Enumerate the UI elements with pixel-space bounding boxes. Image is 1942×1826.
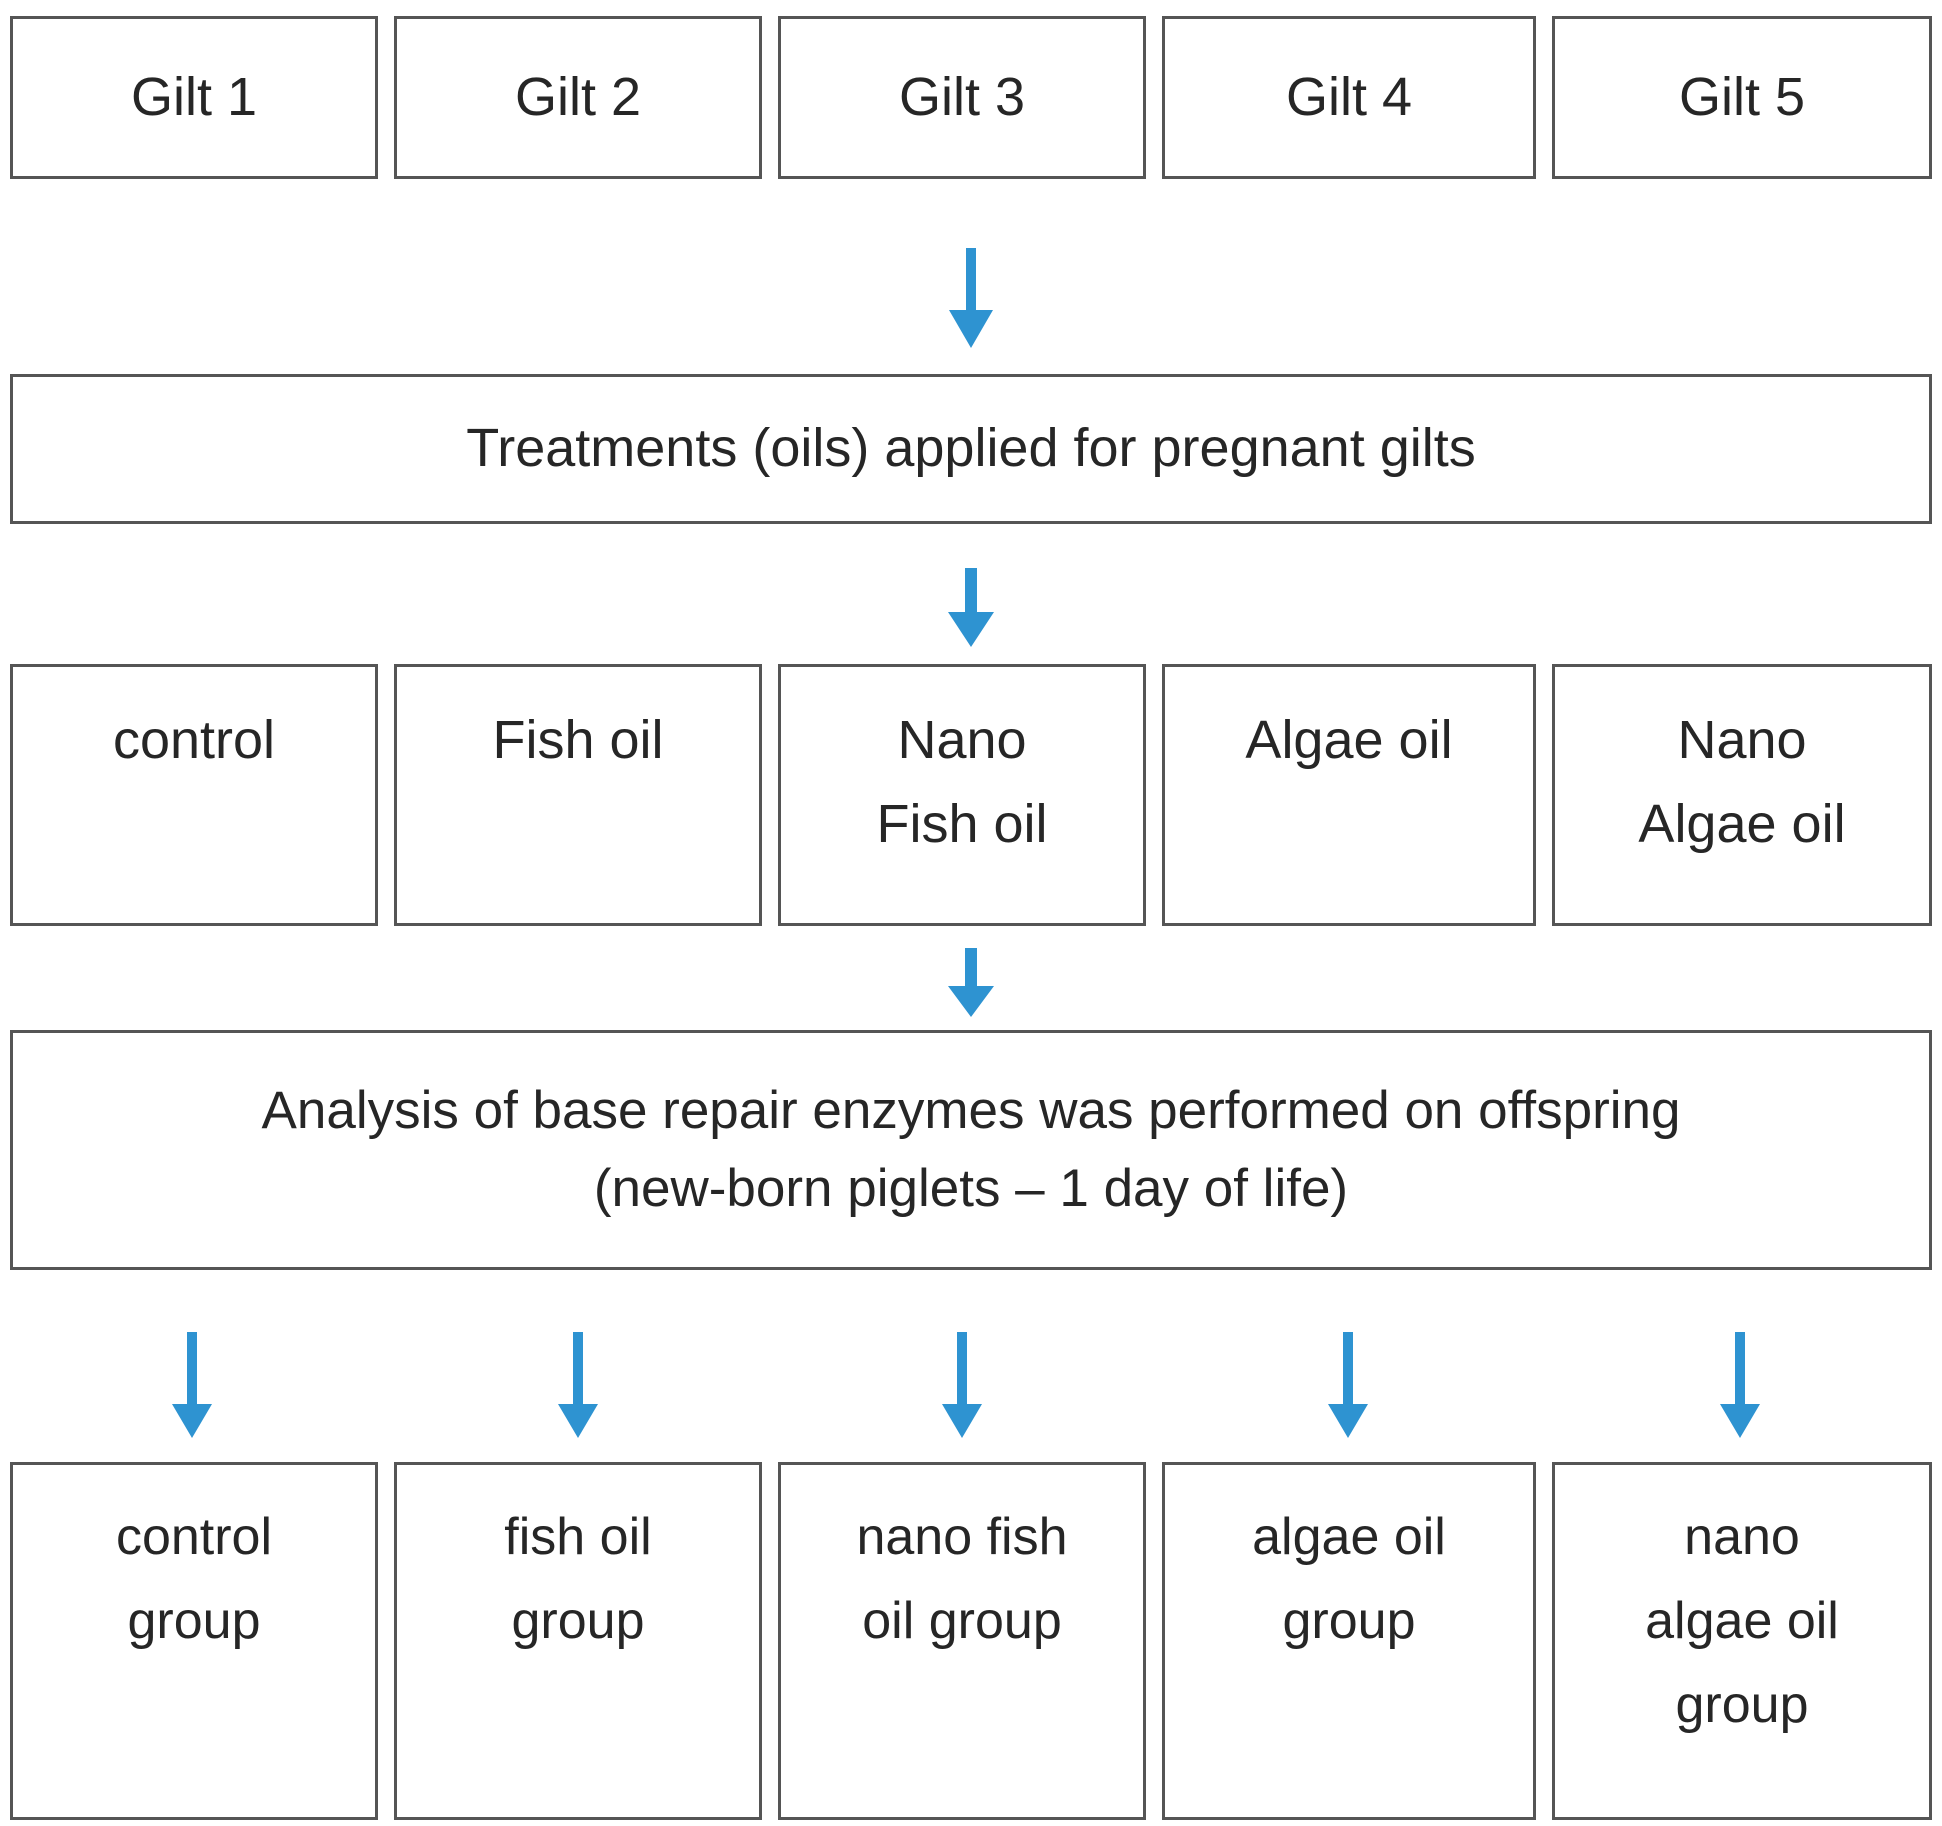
treatment-box-fish-oil-line1: Fish oil [492,710,664,770]
analysis-band-line1: Analysis of base repair enzymes was perf… [261,1080,1681,1140]
treatment-box-algae-oil-label: Algae oil [1165,699,1533,783]
analysis-band-line2: (new-born piglets – 1 day of life) [593,1159,1349,1218]
gilt-box-5-label: Gilt 5 [1678,66,1806,127]
group-box-nano-fish-oil-line2: oil group [862,1592,1062,1651]
treatment-box-fish-oil: Fish oil [394,664,762,926]
group-box-fish-oil-line1: fish oil [504,1508,652,1566]
group-box-fish-oil: fish oil group [394,1462,762,1820]
group-box-control-line2: group [127,1592,261,1651]
treatment-box-nano-algae-oil: Nano Algae oil [1552,664,1932,926]
treatments-band-box: Treatments (oils) applied for pregnant g… [10,374,1932,524]
group-box-nano-algae-oil-line2: algae oil [1645,1592,1839,1651]
down-arrow-icon-to-control-group [164,1332,220,1442]
treatment-box-fish-oil-label: Fish oil [397,699,759,783]
treatment-box-algae-oil: Algae oil [1162,664,1536,926]
group-box-algae-oil: algae oil group [1162,1462,1536,1820]
down-arrow-icon-treatments-to-analysis [937,948,1005,1020]
treatments-band-label: Treatments (oils) applied for pregnant g… [466,418,1476,479]
treatment-box-nano-algae-oil-line1: Nano [1677,710,1807,770]
treatment-box-nano-fish-oil-line2: Fish oil [876,793,1048,854]
down-arrow-icon-gilts-to-treatments [937,248,1005,352]
treatment-box-control-label: control [13,699,375,783]
group-box-control-line1: control [115,1508,273,1566]
treatment-box-nano-algae-oil-line2: Algae oil [1638,793,1846,854]
group-box-fish-oil-line2: group [511,1592,645,1651]
group-box-nano-fish-oil-label: nano fish oil group [781,1495,1143,1663]
group-box-algae-oil-label: algae oil group [1165,1495,1533,1663]
group-box-control: control group [10,1462,378,1820]
down-arrow-icon-to-nano-algae-oil-group [1712,1332,1768,1442]
analysis-band-box: Analysis of base repair enzymes was perf… [10,1030,1932,1270]
down-arrow-icon-to-nano-fish-oil-group [934,1332,990,1442]
treatment-box-control: control [10,664,378,926]
group-box-nano-fish-oil: nano fish oil group [778,1462,1146,1820]
group-box-fish-oil-label: fish oil group [397,1495,759,1663]
gilt-box-2: Gilt 2 [394,16,762,179]
gilt-box-5: Gilt 5 [1552,16,1932,179]
analysis-band-label: Analysis of base repair enzymes was perf… [13,1072,1929,1229]
gilt-box-3: Gilt 3 [778,16,1146,179]
treatment-box-algae-oil-line1: Algae oil [1245,710,1453,770]
group-box-nano-fish-oil-line1: nano fish [856,1508,1068,1566]
treatment-box-nano-algae-oil-label: Nano Algae oil [1555,699,1929,866]
group-box-control-label: control group [13,1495,375,1663]
gilt-box-4: Gilt 4 [1162,16,1536,179]
gilt-box-1-label: Gilt 1 [130,66,258,127]
group-box-nano-algae-oil: nano algae oil group [1552,1462,1932,1820]
group-box-nano-algae-oil-line3: group [1675,1676,1809,1735]
group-box-algae-oil-line2: group [1282,1592,1416,1651]
gilt-box-3-label: Gilt 3 [898,66,1026,127]
down-arrow-icon-to-fish-oil-group [550,1332,606,1442]
gilt-box-1: Gilt 1 [10,16,378,179]
down-arrow-icon-band-to-treatments [937,568,1005,650]
gilt-box-2-label: Gilt 2 [514,66,642,127]
treatment-box-nano-fish-oil-label: Nano Fish oil [781,699,1143,866]
down-arrow-icon-to-algae-oil-group [1320,1332,1376,1442]
gilt-box-4-label: Gilt 4 [1285,66,1413,127]
group-box-nano-algae-oil-line1: nano [1684,1508,1800,1566]
treatment-box-nano-fish-oil: Nano Fish oil [778,664,1146,926]
group-box-algae-oil-line1: algae oil [1252,1508,1446,1566]
group-box-nano-algae-oil-label: nano algae oil group [1555,1495,1929,1748]
treatment-box-nano-fish-oil-line1: Nano [897,710,1027,770]
treatment-box-control-line1: control [112,710,276,770]
